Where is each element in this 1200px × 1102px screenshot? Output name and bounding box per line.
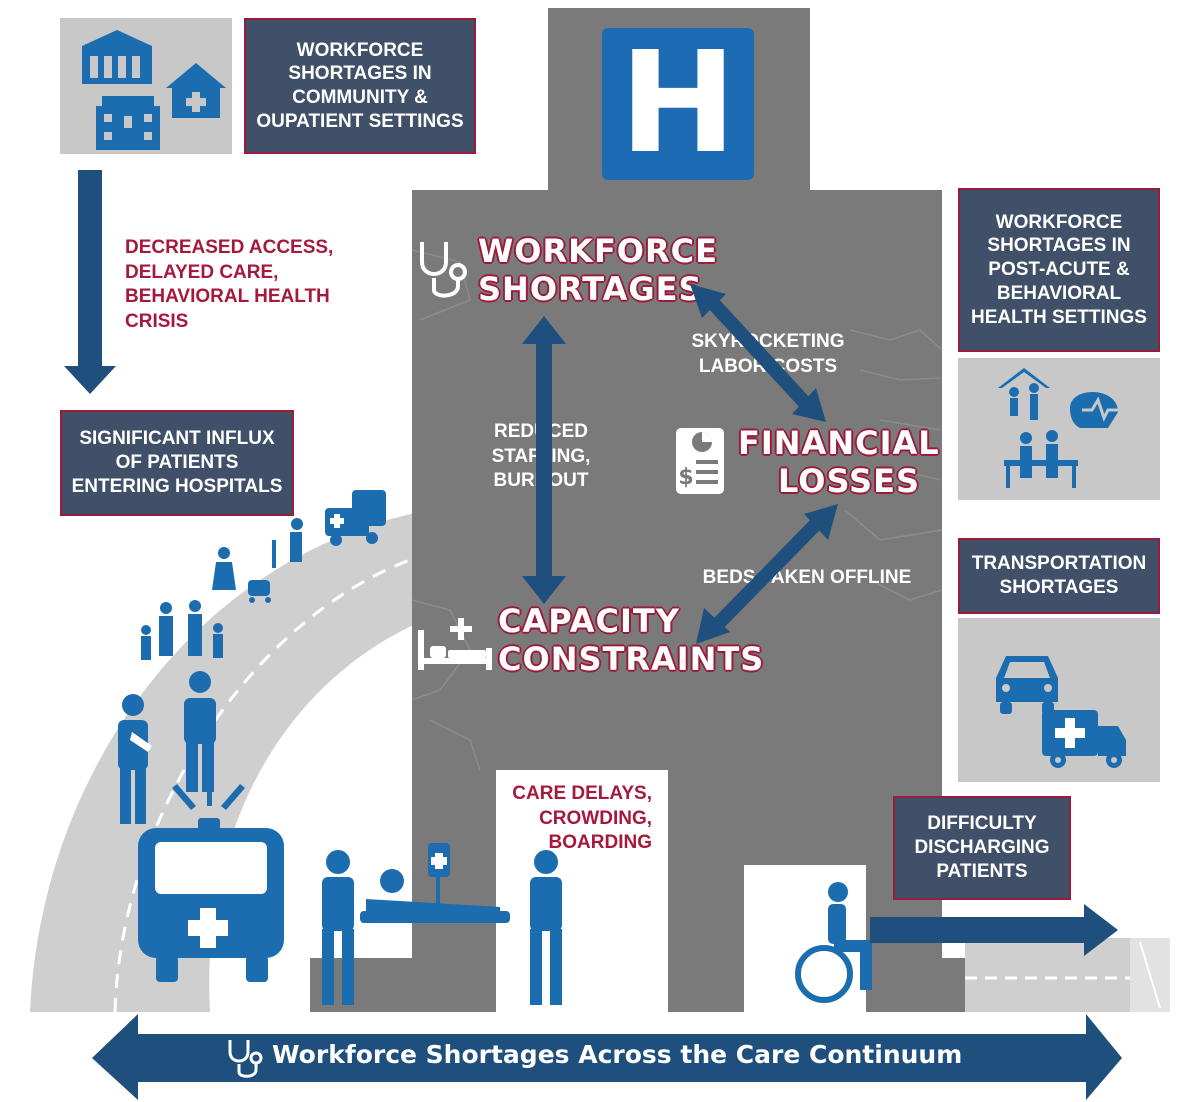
access-label: DECREASED ACCESS, DELAYED CARE, BEHAVIOR… xyxy=(125,237,334,333)
influx-box: SIGNIFICANT INFLUX OF PATIENTS ENTERING … xyxy=(60,410,294,516)
care-delays-label: CARE DELAYS, CROWDING, BOARDING xyxy=(512,783,652,854)
financial-losses-label: FINANCIAL LOSSES xyxy=(738,424,940,501)
hospital-bed-icon xyxy=(418,618,492,670)
wheelchair-icon xyxy=(795,882,872,1003)
workforce-shortages-label: WORKFORCE SHORTAGES xyxy=(478,232,718,309)
discharge-arrow xyxy=(870,904,1118,956)
continuum-arrow xyxy=(92,1014,1122,1100)
postacute-icon-panel xyxy=(958,358,1160,500)
stethoscope-icon xyxy=(420,242,467,298)
car-icon xyxy=(996,656,1126,768)
invoice-icon: $ xyxy=(676,428,724,494)
postacute-shortage-box: WORKFORCE SHORTAGES IN POST-ACUTE & BEHA… xyxy=(958,188,1160,352)
down-arrow xyxy=(64,170,116,394)
caregiver-icon xyxy=(998,368,1120,488)
community-shortage-box: WORKFORCE SHORTAGES IN COMMUNITY & OUPAT… xyxy=(244,18,476,154)
hospital-sign-letter: H xyxy=(619,22,737,185)
discharge-box: DIFFICULTY DISCHARGING PATIENTS xyxy=(893,796,1071,900)
road-people-icons xyxy=(118,490,386,982)
transportation-shortage-box: TRANSPORTATION SHORTAGES xyxy=(958,538,1160,614)
footer-title: Workforce Shortages Across the Care Cont… xyxy=(272,1040,963,1069)
capacity-constraints-label: CAPACITY CONSTRAINTS xyxy=(498,602,765,679)
svg-text:$: $ xyxy=(678,465,693,490)
footer-stethoscope-icon xyxy=(228,1040,263,1078)
iv-stretcher-icon xyxy=(322,843,562,1005)
community-buildings-icon xyxy=(82,30,226,150)
labor-costs-label: SKYROCKETING LABOR COSTS xyxy=(691,331,845,377)
